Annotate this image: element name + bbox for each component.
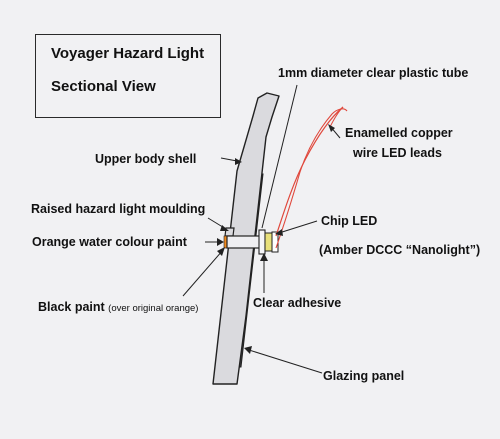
leader-chip-led xyxy=(278,220,318,234)
label-clear-adhesive: Clear adhesive xyxy=(253,296,342,310)
arrow-chip-led xyxy=(275,229,283,236)
wire-lead-3 xyxy=(329,106,344,128)
label-raised-moulding: Raised hazard light moulding xyxy=(31,202,206,216)
leader-glazing xyxy=(248,349,323,374)
arrow-black-paint xyxy=(217,247,225,256)
arrow-upper-shell xyxy=(235,158,242,165)
label-black-paint: Black paint (over original orange) xyxy=(38,300,198,316)
wire-lead-2 xyxy=(275,108,348,249)
arrow-raised xyxy=(220,225,229,231)
arrow-wire xyxy=(328,124,335,132)
label-chip-led: Chip LED xyxy=(321,214,378,228)
leader-upper-shell xyxy=(220,157,238,162)
chip-led-base-shape xyxy=(271,231,279,253)
label-black-paint-main: Black paint xyxy=(38,300,105,314)
chip-led-shape xyxy=(264,232,273,252)
arrow-glazing xyxy=(244,346,252,354)
clear-adhesive-shape xyxy=(258,229,266,255)
arrow-adhesive xyxy=(260,253,268,261)
leader-black-paint xyxy=(182,249,224,297)
label-orange-paint: Orange water colour paint xyxy=(32,235,187,249)
diagram-title: Voyager Hazard Light xyxy=(51,45,205,62)
label-tube: 1mm diameter clear plastic tube xyxy=(278,66,469,80)
arrow-orange xyxy=(217,238,224,246)
label-upper-shell: Upper body shell xyxy=(95,152,197,166)
leader-tube xyxy=(261,84,298,229)
title-box xyxy=(35,34,221,118)
label-wire-line2: wire LED leads xyxy=(353,146,442,160)
label-glazing-panel: Glazing panel xyxy=(323,369,405,383)
label-amber-led: (Amber DCCC “Nanolight”) xyxy=(319,243,481,257)
diagram-subtitle: Sectional View xyxy=(51,78,156,95)
label-black-paint-note: (over original orange) xyxy=(108,303,199,314)
label-wire-line1: Enamelled copper xyxy=(345,126,453,140)
